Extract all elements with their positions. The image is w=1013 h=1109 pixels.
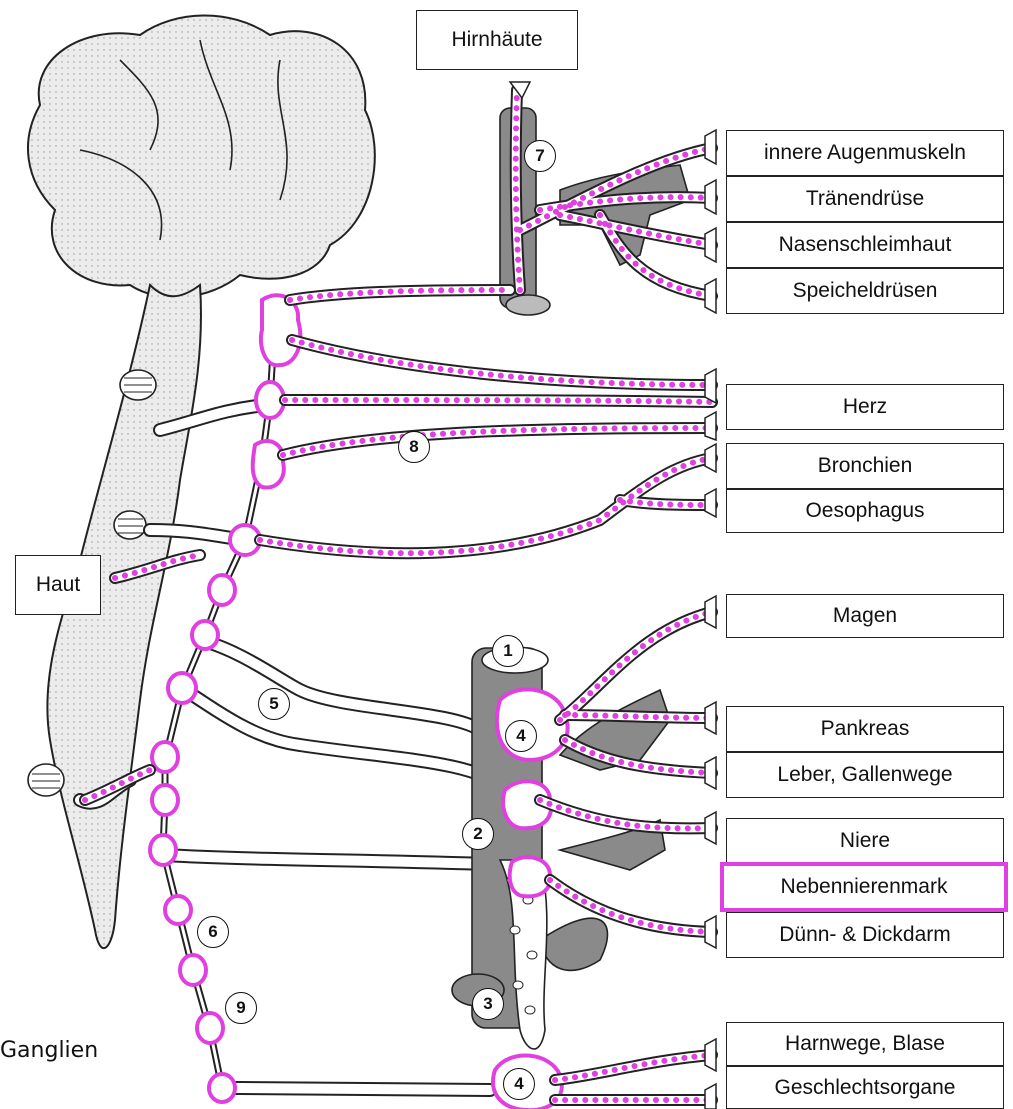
label-hirnhaeute: Hirnhäute: [416, 10, 578, 70]
organ-label: Geschlechtsorgane: [726, 1066, 1004, 1109]
marker-2: 2: [462, 818, 494, 850]
marker-7: 7: [524, 140, 556, 172]
organ-label: Nasenschleimhaut: [726, 222, 1004, 268]
organ-label: Dünn- & Dickdarm: [726, 912, 1004, 958]
organ-label: Pankreas: [726, 706, 1004, 752]
organ-label-highlighted: Nebennierenmark: [720, 862, 1008, 912]
organ-label: Bronchien: [726, 443, 1004, 489]
marker-6: 6: [197, 916, 229, 948]
organ-label: Herz: [726, 384, 1004, 430]
organ-label: Niere: [726, 818, 1004, 864]
label-haut: Haut: [15, 555, 101, 615]
organ-label: innere Augenmuskeln: [726, 130, 1004, 176]
organ-label: Tränendrüse: [726, 176, 1004, 222]
organ-label: Magen: [726, 594, 1004, 638]
marker-5: 5: [258, 688, 290, 720]
marker-4: 4: [503, 1068, 535, 1100]
organ-label: Speicheldrüsen: [726, 268, 1004, 314]
marker-1: 1: [492, 635, 524, 667]
organ-label: Leber, Gallenwege: [726, 752, 1004, 798]
organ-label: Oesophagus: [726, 489, 1004, 533]
marker-3: 3: [472, 988, 504, 1020]
marker-4: 4: [505, 720, 537, 752]
marker-8: 8: [398, 431, 430, 463]
brain: [28, 15, 375, 297]
marker-9: 9: [225, 992, 257, 1024]
organ-label: Harnwege, Blase: [726, 1022, 1004, 1066]
label-ganglien: Ganglien: [0, 1038, 98, 1063]
